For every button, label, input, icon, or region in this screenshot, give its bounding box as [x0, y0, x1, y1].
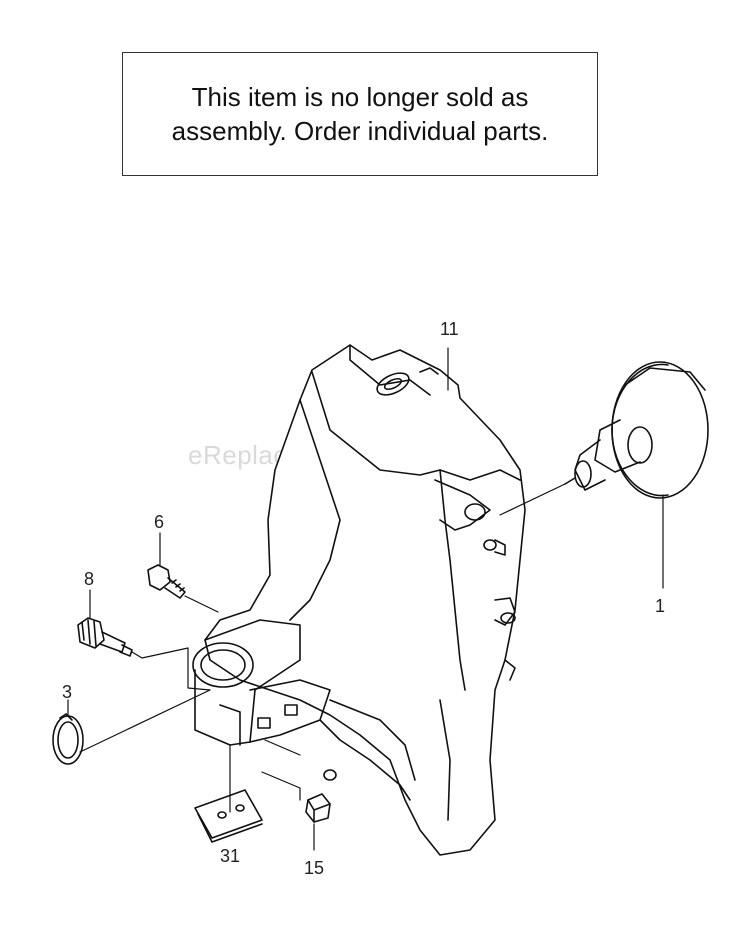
notice-line-2: assembly. Order individual parts.: [171, 116, 549, 146]
ring-part-3: [52, 713, 84, 765]
callout-8: 8: [84, 569, 94, 589]
notice-box: This item is no longer sold as assembly.…: [122, 52, 598, 176]
drum-part-1: [564, 361, 709, 499]
callout-6: 6: [154, 512, 164, 532]
housing-part-11: [192, 344, 526, 856]
callout-1: 1: [655, 596, 665, 616]
callout-3: 3: [62, 682, 72, 702]
callout-11: 11: [440, 319, 459, 339]
plate-part-31: [194, 789, 263, 843]
notice-line-1: This item is no longer sold as: [191, 82, 529, 112]
nut-part-15: [305, 793, 331, 823]
callout-15: 15: [304, 858, 324, 878]
leader-lines: [67, 347, 664, 851]
bolt-part-8: [77, 617, 133, 657]
screw-part-6: [147, 564, 186, 599]
callout-31: 31: [220, 846, 240, 866]
